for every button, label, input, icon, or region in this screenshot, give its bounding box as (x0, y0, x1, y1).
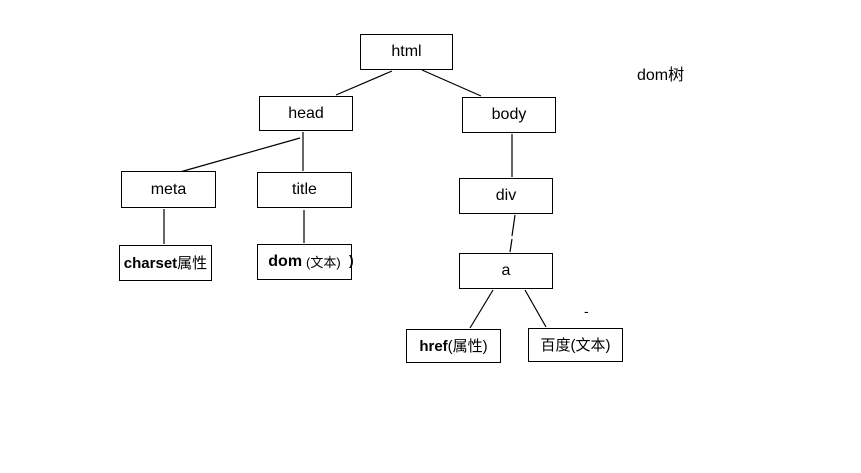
node-href-label-cjk: (属性) (447, 337, 488, 355)
node-body-label: body (491, 106, 527, 123)
edge-html-body (421, 69, 482, 97)
node-a: a (459, 253, 553, 289)
node-html-label: html (391, 43, 422, 60)
node-div: div (459, 178, 553, 214)
edge-head-meta (179, 137, 301, 173)
node-html: html (360, 34, 453, 70)
edge-div-a-lower (509, 238, 513, 253)
edge-html-head (335, 70, 393, 96)
node-href-attribute: href(属性) (406, 329, 501, 363)
node-body: body (462, 97, 556, 133)
node-meta-label: meta (150, 180, 187, 198)
node-charset-label-latin: charset (123, 254, 178, 272)
node-dom-text: dom(文本) (257, 244, 352, 280)
node-a-label: a (501, 262, 511, 279)
node-charset-label-cjk: 属性 (177, 254, 208, 272)
node-dom-label-cjk: (文本) (306, 254, 341, 270)
stray-paren-mark: ) (349, 252, 354, 268)
edge-a-baidu (524, 289, 547, 328)
edge-div-a-upper (511, 214, 516, 237)
node-title: title (257, 172, 352, 208)
edge-a-href (469, 289, 494, 329)
diagram-caption: dom树 (637, 67, 685, 84)
node-baidu-label: 百度(文本) (540, 336, 611, 354)
node-title-label: title (292, 181, 317, 198)
node-div-label: div (495, 187, 517, 204)
node-baidu-text: 百度(文本) (528, 328, 623, 362)
stray-dash-mark: - (584, 303, 589, 319)
node-head: head (259, 96, 353, 131)
node-href-label-latin: href (419, 337, 448, 355)
node-meta: meta (121, 171, 216, 208)
node-dom-label-latin: dom (268, 253, 303, 270)
node-head-label: head (288, 104, 324, 122)
